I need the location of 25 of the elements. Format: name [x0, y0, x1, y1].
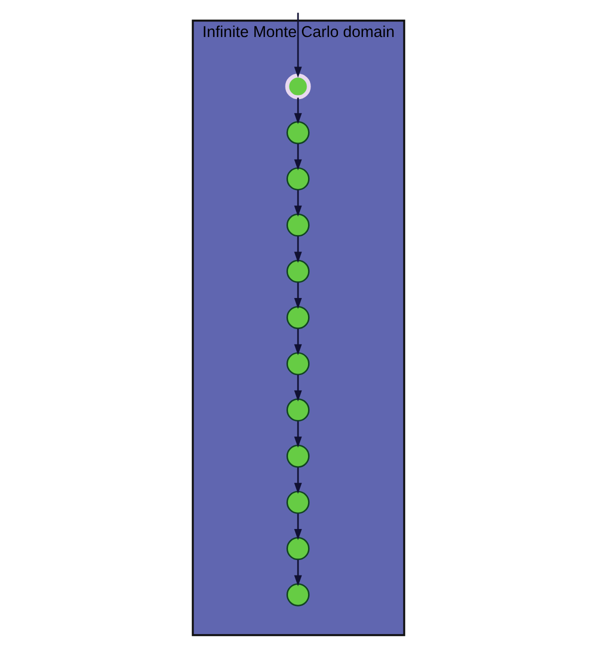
arrow — [294, 421, 302, 448]
arrow — [294, 328, 302, 356]
cluster: Infinite Monte Carlo domain — [191, 20, 405, 636]
node-circle — [286, 214, 310, 237]
node-circle — [286, 306, 310, 330]
arrow — [294, 467, 302, 494]
arrow — [294, 282, 302, 310]
node-circle — [284, 74, 310, 100]
node-circle — [286, 260, 310, 283]
arrow — [294, 144, 302, 170]
node-circle — [286, 444, 310, 468]
arrow — [294, 98, 302, 124]
node-circle — [286, 352, 310, 376]
arrow — [294, 560, 302, 586]
node-circle — [286, 398, 310, 422]
node-circle — [286, 583, 310, 606]
node-circle — [286, 121, 310, 144]
node-circle — [286, 537, 310, 560]
arrow — [294, 190, 302, 217]
node-circle — [286, 167, 310, 190]
arrow — [294, 514, 302, 540]
arrow — [294, 12, 302, 78]
node-circle — [286, 490, 310, 514]
arrow — [294, 236, 302, 263]
arrow — [294, 375, 302, 402]
